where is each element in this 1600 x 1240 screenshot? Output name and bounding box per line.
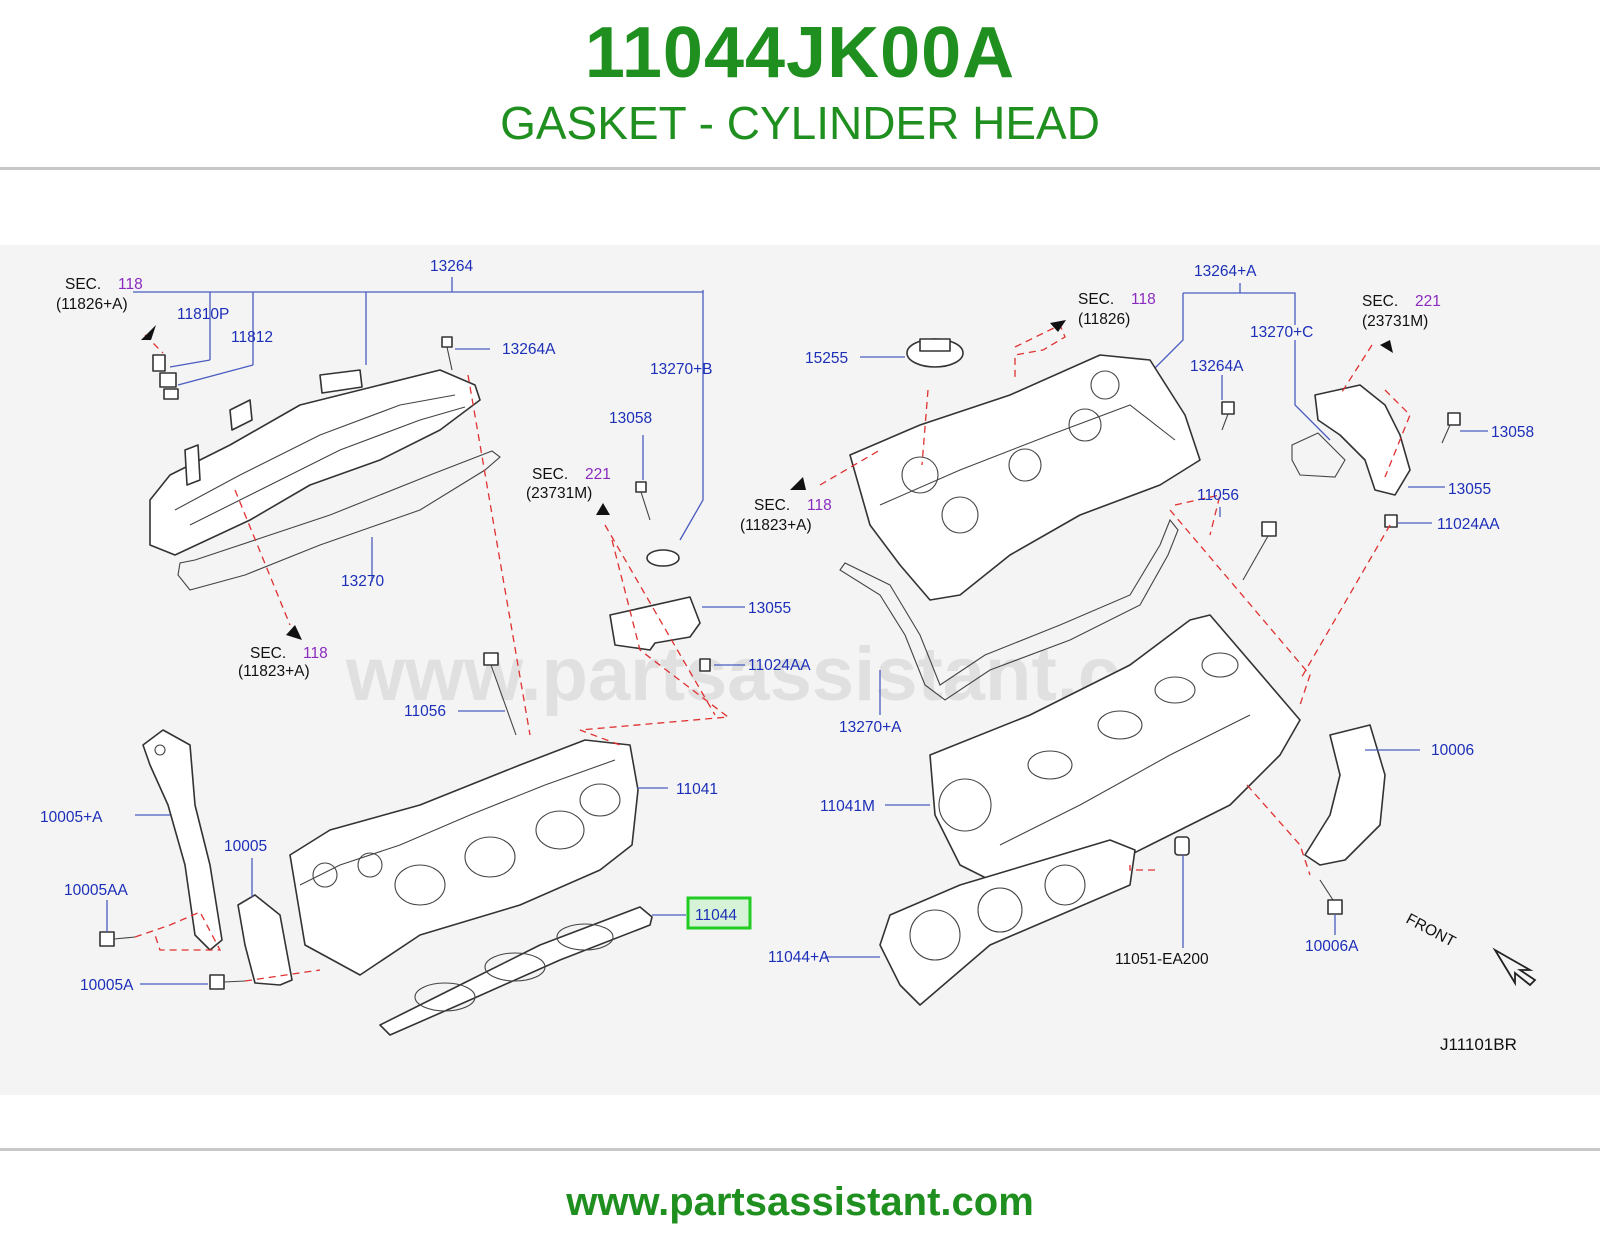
section-sec-label: SEC. <box>1362 293 1398 310</box>
section-ref-5[interactable]: SEC. 221 (23731M) <box>1362 293 1441 330</box>
label-11056-right[interactable]: 11056 <box>1197 487 1239 504</box>
bolt-11056-left <box>483 652 517 736</box>
valve-cover-right <box>849 354 1201 601</box>
header-divider <box>0 167 1600 170</box>
section-sec-label: SEC. <box>754 497 790 514</box>
section-ref-code: (11826+A) <box>56 296 128 313</box>
section-ref-2[interactable]: SEC. 221 (23731M) <box>526 466 611 502</box>
label-10005A-plus[interactable]: 10005+A <box>40 809 103 826</box>
section-ref-code: (23731M) <box>1362 313 1428 330</box>
section-number: 118 <box>1131 291 1156 308</box>
leader-13264A-plus <box>1147 283 1331 441</box>
bolt-13264A-left <box>441 336 453 371</box>
label-13055-left[interactable]: 13055 <box>748 600 791 617</box>
section-number: 118 <box>303 645 328 662</box>
label-10006[interactable]: 10006 <box>1431 742 1474 759</box>
label-11810P[interactable]: 11810P <box>177 306 229 323</box>
label-13055-right[interactable]: 13055 <box>1448 481 1491 498</box>
label-11051-EA200[interactable]: 11051-EA200 <box>1115 951 1209 968</box>
front-label: FRONT <box>1403 911 1459 951</box>
bolt-10005A <box>209 974 246 990</box>
valve-cover-gasket-left <box>177 450 501 591</box>
section-sec-label: SEC. <box>65 276 101 293</box>
label-10006A[interactable]: 10006A <box>1305 938 1359 955</box>
oil-cap-15255 <box>906 338 964 368</box>
alignment-lines-left <box>134 334 730 982</box>
label-11056-left[interactable]: 11056 <box>404 703 446 720</box>
label-11044[interactable]: 11044 <box>695 907 737 924</box>
section-ref-code: (11823+A) <box>238 663 310 680</box>
section-ref-3[interactable]: SEC. 118 (11823+A) <box>238 645 328 680</box>
label-10005AA[interactable]: 10005AA <box>64 882 128 899</box>
label-10005A[interactable]: 10005A <box>80 977 134 994</box>
head-gasket-11044 <box>379 906 653 1036</box>
bolt-11056-right <box>1242 521 1277 581</box>
label-13264A-plus[interactable]: 13264+A <box>1194 263 1257 280</box>
section-ref-code: (11826) <box>1078 311 1130 328</box>
footer-divider <box>0 1148 1600 1151</box>
label-13058-left[interactable]: 13058 <box>609 410 652 427</box>
label-13270[interactable]: 13270 <box>341 573 384 590</box>
section-number: 221 <box>585 466 611 483</box>
label-15255[interactable]: 15255 <box>805 350 848 367</box>
section-number: 221 <box>1415 293 1441 310</box>
label-11044A[interactable]: 11044+A <box>768 949 830 966</box>
label-13270B[interactable]: 13270+B <box>650 361 713 378</box>
label-11041M[interactable]: 11041M <box>820 798 875 815</box>
section-sec-label: SEC. <box>532 466 568 483</box>
sensor-13055-left <box>609 481 711 672</box>
section-references: SEC. 118 (11826+A) SEC. 221 (23731M) SEC… <box>56 276 1441 680</box>
part-number-title: 11044JK00A <box>584 13 1016 93</box>
bolt-10005AA <box>99 931 136 947</box>
head-gasket-11044A <box>879 839 1136 1006</box>
pcv-valve-part <box>152 354 179 400</box>
label-11041[interactable]: 11041 <box>676 781 718 798</box>
section-ref-code: (11823+A) <box>740 517 812 534</box>
label-10005[interactable]: 10005 <box>224 838 267 855</box>
highlight-box-11044[interactable] <box>686 896 752 930</box>
part-name-subtitle: GASKET - CYLINDER HEAD <box>500 97 1100 149</box>
sensor-13055-right <box>1291 384 1461 528</box>
label-13264A-left[interactable]: 13264A <box>502 341 556 358</box>
section-ref-4[interactable]: SEC. 118 (11826) <box>1078 291 1156 328</box>
leader-13264 <box>133 277 704 541</box>
label-13058-right[interactable]: 13058 <box>1491 424 1534 441</box>
section-number: 118 <box>118 276 143 293</box>
cylinder-head-right <box>929 614 1301 901</box>
section-ref-1[interactable]: SEC. 118 (11826+A) <box>56 276 143 313</box>
diagram-code: J11101BR <box>1440 1035 1517 1054</box>
bracket-10006 <box>1304 724 1386 866</box>
valve-cover-gasket-right <box>839 518 1179 701</box>
label-13270A[interactable]: 13270+A <box>839 719 902 736</box>
front-arrow-icon <box>1492 947 1537 987</box>
exploded-parts-diagram: www.partsassistant.com <box>40 258 1537 1054</box>
bolt-10006A <box>1319 879 1343 915</box>
section-sec-label: SEC. <box>1078 291 1114 308</box>
footer-website-link[interactable]: www.partsassistant.com <box>566 1180 1034 1224</box>
alignment-lines-right <box>819 324 1411 876</box>
bolt-13264A-right <box>1221 401 1235 431</box>
label-11812[interactable]: 11812 <box>231 329 273 346</box>
label-13270C[interactable]: 13270+C <box>1250 324 1313 341</box>
label-11024AA-left[interactable]: 11024AA <box>748 657 811 674</box>
label-13264[interactable]: 13264 <box>430 258 473 275</box>
bracket-10005A-plus <box>142 729 223 951</box>
callout-labels: 13264 11810P 11812 13264A 13270+B 13058 … <box>40 258 1534 994</box>
label-13264A-right[interactable]: 13264A <box>1190 358 1244 375</box>
section-arrows <box>141 320 1393 640</box>
section-sec-label: SEC. <box>250 645 286 662</box>
section-ref-code: (23731M) <box>526 485 592 502</box>
label-11024AA-right[interactable]: 11024AA <box>1437 516 1500 533</box>
section-number: 118 <box>807 497 832 514</box>
valve-cover-left <box>149 369 481 556</box>
bracket-10005 <box>237 894 293 986</box>
section-ref-6[interactable]: SEC. 118 (11823+A) <box>740 497 832 534</box>
cylinder-head-left <box>289 739 639 976</box>
dowel-11051-EA200 <box>1174 836 1190 856</box>
